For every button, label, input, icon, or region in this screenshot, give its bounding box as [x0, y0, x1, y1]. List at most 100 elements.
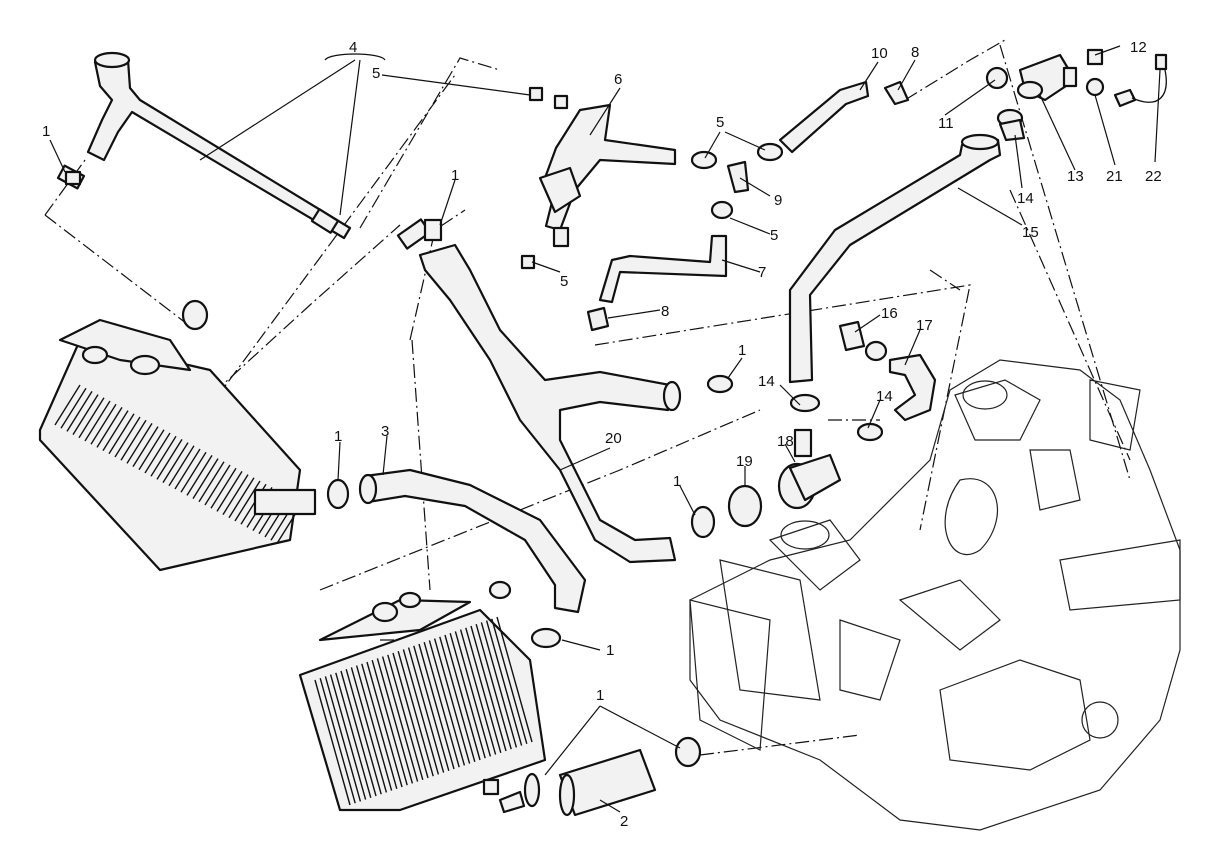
radiator-fin [319, 678, 356, 804]
radiator-fin [228, 477, 255, 519]
radiator-fin [78, 397, 105, 439]
upper-radiator [38, 299, 317, 572]
radiator-fin [387, 654, 424, 780]
radiator-fin [444, 634, 481, 761]
radiator-fin [168, 445, 195, 487]
callout-15: 15 [1022, 224, 1039, 241]
leader-lines [49, 45, 1161, 813]
engine-block [689, 359, 1181, 831]
radiator-fin [222, 474, 249, 515]
callout-4: 4 [349, 39, 357, 56]
radiator-fin [216, 471, 243, 512]
radiator-fin [180, 451, 207, 493]
radiator-fin [96, 407, 123, 448]
radiator-fin [84, 400, 111, 442]
callout-5-upper: 5 [716, 114, 724, 131]
callout-19: 19 [736, 453, 753, 470]
radiator-fin [454, 631, 492, 757]
callout-14-left: 14 [758, 373, 775, 390]
radiator-fin [428, 640, 466, 766]
radiator-fin [138, 429, 165, 471]
callout-1-upper-mid: 1 [451, 167, 459, 184]
radiator-fin [449, 633, 486, 759]
radiator-fin [198, 461, 225, 503]
radiator-fin [475, 624, 512, 750]
radiator-fin [120, 419, 147, 461]
callout-14-top: 14 [1017, 190, 1034, 207]
radiator-fin [192, 458, 219, 499]
radiator-fin [204, 464, 231, 506]
callout-22: 22 [1145, 168, 1162, 185]
radiator-fin [413, 645, 450, 771]
callout-12: 12 [1130, 39, 1147, 56]
callout-3: 3 [381, 423, 389, 440]
radiator-fin [54, 384, 81, 426]
radiator-fin [433, 638, 471, 764]
part-6-hose [538, 103, 677, 248]
radiator-fin [340, 670, 377, 797]
radiator-fin [439, 636, 476, 762]
radiator-fin [174, 448, 201, 490]
radiator-fin [392, 652, 429, 779]
radiator-fin [90, 403, 117, 445]
radiator-fin [350, 667, 388, 793]
radiator-fin [355, 665, 393, 791]
callout-17: 17 [916, 317, 933, 334]
radiator-fin [60, 387, 87, 429]
part-15-hose [788, 133, 1002, 384]
callout-8-top: 8 [911, 44, 919, 61]
radiator-fin [366, 661, 403, 788]
callout-20: 20 [605, 430, 622, 447]
callout-1-left: 1 [334, 428, 342, 445]
callout-16: 16 [881, 305, 898, 322]
radiator-fin [418, 643, 455, 770]
callout-7: 7 [758, 264, 766, 281]
callout-10: 10 [871, 45, 888, 62]
hardware-clamps [64, 48, 1168, 814]
radiator-fin [335, 672, 372, 798]
radiator-fin [423, 642, 460, 768]
radiator-fin [186, 455, 213, 496]
radiator-fin [150, 435, 177, 477]
radiator-fin [397, 651, 434, 777]
radiator-fin [126, 423, 153, 464]
radiator-fin [480, 622, 518, 748]
radiator-fin [381, 656, 419, 782]
lower-radiator [298, 580, 547, 812]
part-20-hose [396, 218, 682, 564]
radiator-fin [314, 679, 351, 806]
callout-5-mid: 5 [770, 227, 778, 244]
callout-1-top-left: 1 [42, 123, 50, 140]
radiator-fin [496, 616, 533, 743]
radiator-fin [465, 627, 502, 753]
part-2-sleeve [558, 748, 657, 817]
callout-11: 11 [938, 115, 954, 132]
part-10-hose [778, 80, 870, 154]
radiator-fin [376, 658, 414, 784]
radiator-fin [132, 426, 159, 467]
radiator-fin [162, 442, 189, 483]
radiator-fin [102, 410, 129, 451]
radiator-fin [329, 674, 367, 800]
callout-18: 18 [777, 433, 794, 450]
callout-1-mid-right: 1 [738, 342, 746, 359]
callout-9: 9 [774, 192, 782, 209]
callout-labels: 4 5 1 6 5 10 8 9 5 7 8 5 1 11 12 13 21 2… [42, 39, 1162, 830]
radiator-fin [345, 669, 382, 795]
radiator-fin [144, 432, 171, 474]
callout-1-lower-right: 1 [606, 642, 614, 659]
part-3-hose [358, 468, 587, 614]
radiator-fin [66, 391, 93, 432]
callout-6: 6 [614, 71, 622, 88]
callout-1-mid-lower: 1 [673, 473, 681, 490]
callout-5-lower: 5 [560, 273, 568, 290]
radiator-fin [459, 629, 497, 755]
radiator-fin [491, 618, 528, 744]
radiator-fin [108, 413, 135, 455]
radiator-fin [114, 416, 141, 458]
radiator-fin [407, 647, 445, 773]
callout-2: 2 [620, 813, 628, 830]
callout-5-top-left: 5 [372, 65, 380, 82]
